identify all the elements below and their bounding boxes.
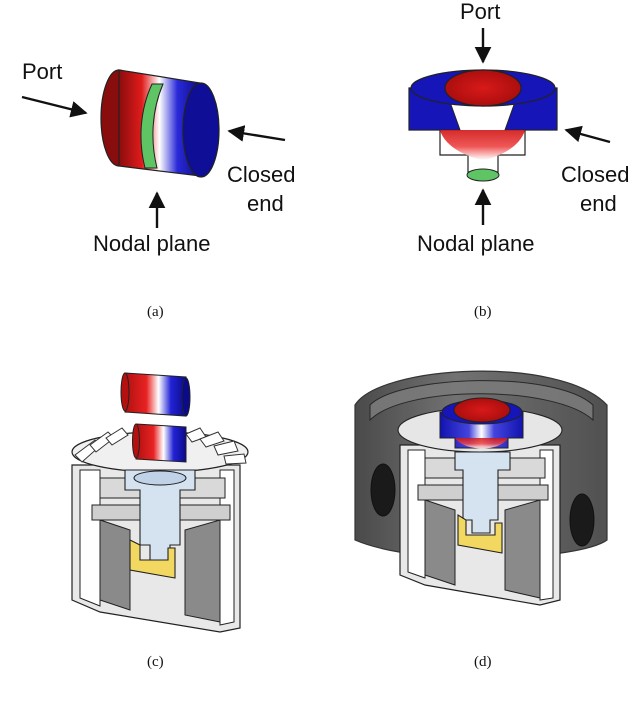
closed-end-label-a-line1: Closed (227, 162, 295, 187)
panel-a: Port Closed end Nodal plane (a) (21, 59, 295, 320)
caption-b: (b) (474, 304, 492, 320)
port-label-b: Port (460, 0, 500, 24)
annular-resonator-b (408, 69, 558, 182)
nodal-plane-label-a: Nodal plane (93, 231, 210, 256)
caption-a: (a) (147, 304, 164, 320)
closed-end-arrow-b (564, 125, 611, 144)
closed-end-label-b-line2: end (580, 191, 617, 216)
caption-c: (c) (147, 654, 164, 670)
panel-c: (c) (71, 372, 249, 670)
port-arrow-a (21, 95, 88, 118)
finned-disc-c (71, 423, 249, 473)
closed-end-label-a-line2: end (247, 191, 284, 216)
plunger-d (454, 451, 511, 554)
panel-b: Port Closed end Nodal plane (b) (408, 0, 629, 320)
plunger-c (124, 469, 196, 579)
nodal-plane-label-b: Nodal plane (417, 231, 534, 256)
port-label-a: Port (22, 59, 62, 84)
exploded-resonator-c (120, 372, 191, 417)
caption-d: (d) (474, 654, 492, 670)
cylinder-resonator-a (100, 69, 220, 178)
closed-end-arrow-a (227, 125, 286, 142)
finned-disc-d (397, 397, 563, 453)
closed-end-label-b-line1: Closed (561, 162, 629, 187)
panel-d: (d) (354, 370, 608, 670)
